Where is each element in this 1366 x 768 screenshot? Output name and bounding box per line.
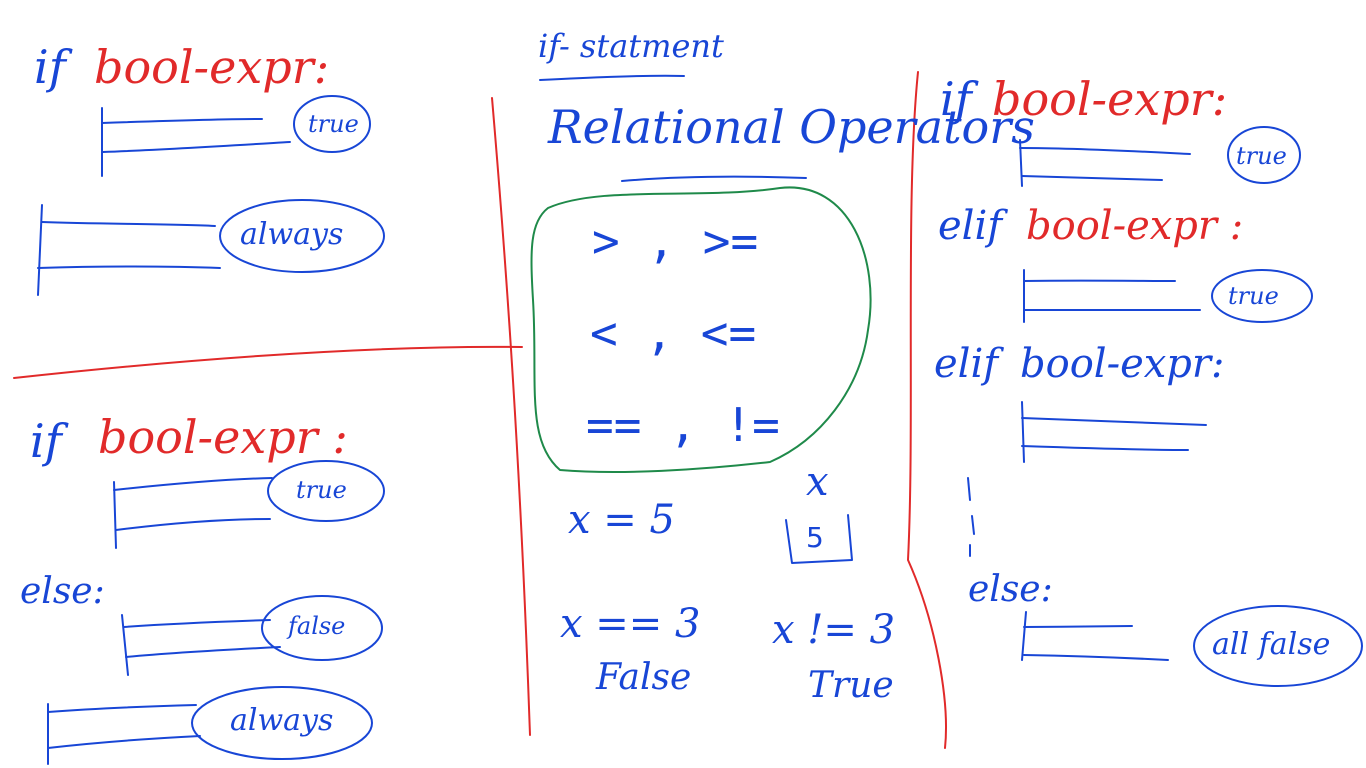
- r-else-line-2: [1023, 654, 1169, 661]
- bl-else-line-2: [125, 646, 281, 658]
- r-if-line-2: [1021, 175, 1163, 181]
- bl-always-oval: [191, 686, 373, 760]
- bl-condition: bool-expr :: [98, 410, 348, 464]
- heading-underline: [539, 74, 685, 81]
- operators-highlight-blob: [530, 186, 872, 473]
- inequality-expression: x != 3: [772, 607, 896, 653]
- tl-stmt-line-2: [102, 141, 291, 153]
- r-elif2-line-2: [1021, 445, 1189, 451]
- tl-condition: bool-expr:: [94, 40, 330, 94]
- r-all-false-label: all false: [1212, 627, 1331, 662]
- r-if-line-1: [1019, 147, 1191, 155]
- r-true2-label: true: [1228, 282, 1279, 310]
- assignment-expression: x = 5: [568, 497, 675, 543]
- r-condition-3: bool-expr:: [1020, 341, 1225, 387]
- operators-row-1: > , >=: [592, 214, 759, 268]
- tl-stmt-line-1: [101, 118, 263, 124]
- bl-stmt-bracket-1: [113, 481, 117, 549]
- r-true1-label: true: [1236, 142, 1287, 170]
- bl-else-keyword: else:: [20, 571, 105, 612]
- var-box: [785, 514, 853, 564]
- section-heading: if- statment: [538, 27, 724, 65]
- tl-if-keyword: if: [34, 40, 66, 94]
- r-elif-keyword-2: elif: [934, 341, 999, 387]
- r-elif-keyword-1: elif: [938, 203, 1003, 249]
- divider-left-vertical: [491, 97, 531, 736]
- bl-if-keyword: if: [30, 414, 62, 468]
- title-underline: [621, 175, 807, 182]
- inequality-result: True: [808, 665, 894, 706]
- variable-box-value: 5: [806, 521, 824, 554]
- r-elif2-line-1: [1021, 417, 1207, 426]
- tl-true-oval: [293, 95, 371, 153]
- equality-result: False: [596, 657, 692, 698]
- page-title: Relational Operators: [548, 100, 1035, 154]
- operators-row-2: < , <=: [590, 306, 757, 360]
- r-elif2-bracket: [1021, 401, 1025, 463]
- tl-always-oval: [219, 199, 385, 273]
- bl-always-label: always: [230, 703, 334, 738]
- bl-always-line-2: [47, 735, 201, 749]
- r-else-keyword: else:: [968, 569, 1053, 610]
- equality-expression: x == 3: [560, 601, 701, 647]
- bl-stmt-line-1: [113, 477, 273, 491]
- r-true2-oval: [1211, 269, 1313, 323]
- r-else-bracket: [1021, 611, 1027, 661]
- tl-true-label: true: [308, 110, 359, 138]
- r-true1-oval: [1227, 126, 1301, 184]
- bl-else-bracket: [121, 614, 129, 676]
- r-if-keyword: if: [940, 72, 972, 126]
- bl-stmt-line-2: [115, 518, 271, 531]
- r-dots: [967, 477, 975, 557]
- tl-always-bracket: [37, 204, 43, 296]
- r-all-false-oval: [1193, 605, 1363, 687]
- r-else-line-1: [1023, 625, 1133, 628]
- bl-true-label: true: [296, 476, 347, 504]
- bl-false-oval: [261, 595, 383, 661]
- bl-always-line-1: [47, 704, 197, 713]
- tl-always-label: always: [240, 217, 344, 252]
- tl-always-line-2: [37, 265, 221, 269]
- r-condition-2: bool-expr :: [1026, 203, 1244, 249]
- variable-name: x: [806, 459, 829, 505]
- divider-horizontal: [13, 345, 523, 379]
- divider-right-vertical: [907, 71, 947, 749]
- bl-true-oval: [267, 460, 385, 522]
- tl-always-line-1: [41, 221, 216, 227]
- bl-false-label: false: [288, 612, 346, 640]
- bl-else-line-1: [123, 619, 271, 628]
- operators-row-3: == , !=: [586, 398, 780, 452]
- r-condition-1: bool-expr:: [992, 72, 1228, 126]
